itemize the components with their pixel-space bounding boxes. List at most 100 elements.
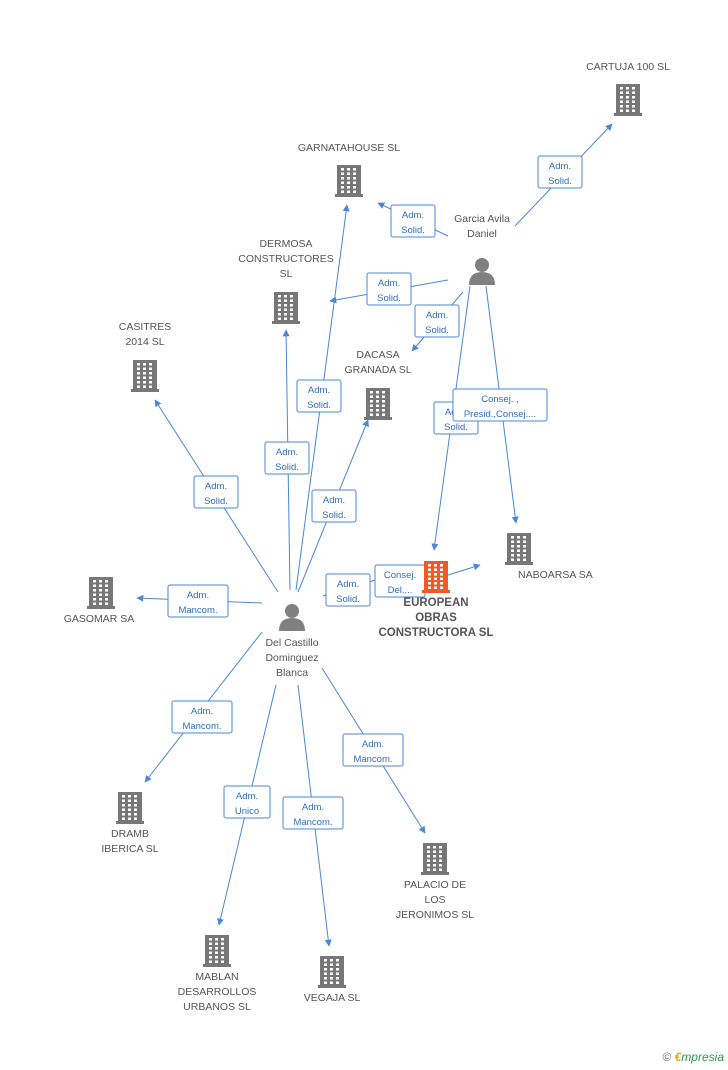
edge-label-del_castillo-to-casitres[interactable]: Adm.Solid. xyxy=(193,475,239,509)
edge-label-text: Adm. xyxy=(549,161,571,172)
edge-label-text: Adm. xyxy=(337,579,359,590)
edge-label-del_castillo-to-vegaja[interactable]: Adm.Mancom. xyxy=(282,796,344,830)
copyright-symbol: © xyxy=(662,1050,672,1064)
edge-label-box xyxy=(537,155,583,189)
edge-label-text: Presid.,Consej.... xyxy=(464,409,536,420)
node-palacio[interactable]: PALACIO DE LOS JERONIMOS SL xyxy=(396,843,474,921)
edge-label-box xyxy=(193,475,239,509)
node-label: CONSTRUCTORES xyxy=(238,253,333,265)
node-dramb[interactable]: DRAMB IBERICA SL xyxy=(101,792,159,855)
edge-label-box xyxy=(390,204,436,238)
node-label: IBERICA SL xyxy=(101,843,158,855)
node-cartuja[interactable]: CARTUJA 100 SL xyxy=(586,61,670,116)
edge-label-text: Mancom. xyxy=(293,817,332,828)
edge-label-box xyxy=(223,785,271,819)
edge-label-del_castillo-to-european[interactable]: Adm. Solid. xyxy=(325,573,371,607)
node-label: Garcia Avila xyxy=(454,213,510,225)
edge-label-text: Adm. xyxy=(323,495,345,506)
edge-label-del_castillo-to-dacasa[interactable]: Adm. Solid. xyxy=(311,489,357,523)
edge-label-text: Consej. xyxy=(384,570,416,581)
edge-label-box xyxy=(325,573,371,607)
edge-label-garcia_avila-to-cartuja[interactable]: Adm.Solid. xyxy=(537,155,583,189)
edge-label-text: Mancom. xyxy=(178,605,217,616)
node-label: LOS xyxy=(424,894,445,906)
edge-label-text: Del.... xyxy=(388,585,413,596)
edge-european-to-naboarsa xyxy=(444,563,481,577)
edge-label-european-to-naboarsa[interactable]: Consej. Del.... xyxy=(374,564,426,598)
edge-label-text: Solid. xyxy=(444,422,468,433)
node-label: GARNATAHOUSE SL xyxy=(298,142,400,154)
building-icon xyxy=(422,561,450,593)
edge-label-text: Solid. xyxy=(425,325,449,336)
node-label: Dominguez xyxy=(265,652,318,664)
building-icon xyxy=(364,388,392,420)
edge-label-garcia_avila-to-dacasa[interactable]: Adm. Solid. xyxy=(414,304,460,338)
edge-label-del_castillo-to-garnatahouse[interactable]: Adm.Solid. xyxy=(296,379,342,413)
edge-label-text: Mancom. xyxy=(353,754,392,765)
node-label: EUROPEAN xyxy=(403,597,468,609)
brand-logo-initial: € xyxy=(674,1050,682,1064)
node-label: DERMOSA xyxy=(259,238,312,250)
edge-labels-layer: Adm. Solid. Adm. Solid. Adm. Solid. Adm. Solid.… xyxy=(167,155,583,830)
building-icon xyxy=(116,792,144,824)
edge-label-text: Unico xyxy=(235,806,259,817)
node-label: SL xyxy=(280,268,293,280)
edge-label-text: Solid. xyxy=(377,293,401,304)
node-label: 2014 SL xyxy=(125,336,164,348)
building-icon xyxy=(131,360,159,392)
edge-label-box xyxy=(452,388,548,422)
edge-label-del_castillo-to-palacio[interactable]: Adm.Mancom. xyxy=(342,733,404,767)
edge-label-garcia_avila-to-garnatahouse[interactable]: Adm. Solid. xyxy=(390,204,436,238)
footer-brand: © €mpresia xyxy=(662,1050,724,1064)
edge-label-text: Adm. xyxy=(402,210,424,221)
edge-label-text: Solid. xyxy=(336,594,360,605)
edge-label-del_castillo-to-dramb[interactable]: Adm.Mancom. xyxy=(171,700,233,734)
person-icon xyxy=(469,258,495,285)
node-label: Daniel xyxy=(467,228,497,240)
edge-label-box xyxy=(167,584,229,618)
node-garnatahouse[interactable]: GARNATAHOUSE SL xyxy=(298,142,400,197)
edge-label-text: Solid. xyxy=(204,496,228,507)
edge-label-del_castillo-to-dermosa[interactable]: Adm.Solid. xyxy=(264,441,310,475)
edge-label-box xyxy=(264,441,310,475)
node-label: NABOARSA SA xyxy=(518,569,593,581)
building-icon xyxy=(318,956,346,988)
node-label: GASOMAR SA xyxy=(64,613,135,625)
edge-label-text: Adm. xyxy=(236,791,258,802)
edge-label-box xyxy=(282,796,344,830)
building-icon xyxy=(614,84,642,116)
edge-label-garcia_avila-to-dermosa[interactable]: Adm.Solid. xyxy=(366,272,412,306)
edge-label-text: Adm. xyxy=(308,385,330,396)
node-label: DACASA xyxy=(356,349,399,361)
edge-label-text: Solid. xyxy=(322,510,346,521)
building-icon xyxy=(505,533,533,565)
edge-label-text: Solid. xyxy=(275,462,299,473)
brand-logo-text: mpresia xyxy=(681,1050,724,1064)
node-vegaja[interactable]: VEGAJA SL xyxy=(304,956,361,1004)
building-icon xyxy=(87,577,115,609)
node-naboarsa[interactable]: NABOARSA SA xyxy=(505,533,593,581)
node-dermosa[interactable]: DERMOSA CONSTRUCTORES SL xyxy=(238,238,334,324)
node-label: Del Castillo xyxy=(265,637,318,649)
edges-layer xyxy=(136,123,613,947)
node-label: CONSTRUCTORA SL xyxy=(379,627,494,639)
edge-label-text: Adm. xyxy=(426,310,448,321)
edge-label-box xyxy=(342,733,404,767)
node-label: DESARROLLOS xyxy=(178,986,257,998)
edge-label-box xyxy=(414,304,460,338)
node-label: PALACIO DE xyxy=(404,879,466,891)
edge-label-del_castillo-to-gasomar[interactable]: Adm.Mancom. xyxy=(167,584,229,618)
edge-label-garcia_avila-to-naboarsa[interactable]: Consej. ,Presid.,Consej.... xyxy=(452,388,548,422)
node-label: JERONIMOS SL xyxy=(396,909,474,921)
edge-label-del_castillo-to-mablan[interactable]: Adm. Unico xyxy=(223,785,271,819)
node-label: DRAMB xyxy=(111,828,149,840)
edge-label-text: Solid. xyxy=(401,225,425,236)
node-gasomar[interactable]: GASOMAR SA xyxy=(64,577,135,625)
